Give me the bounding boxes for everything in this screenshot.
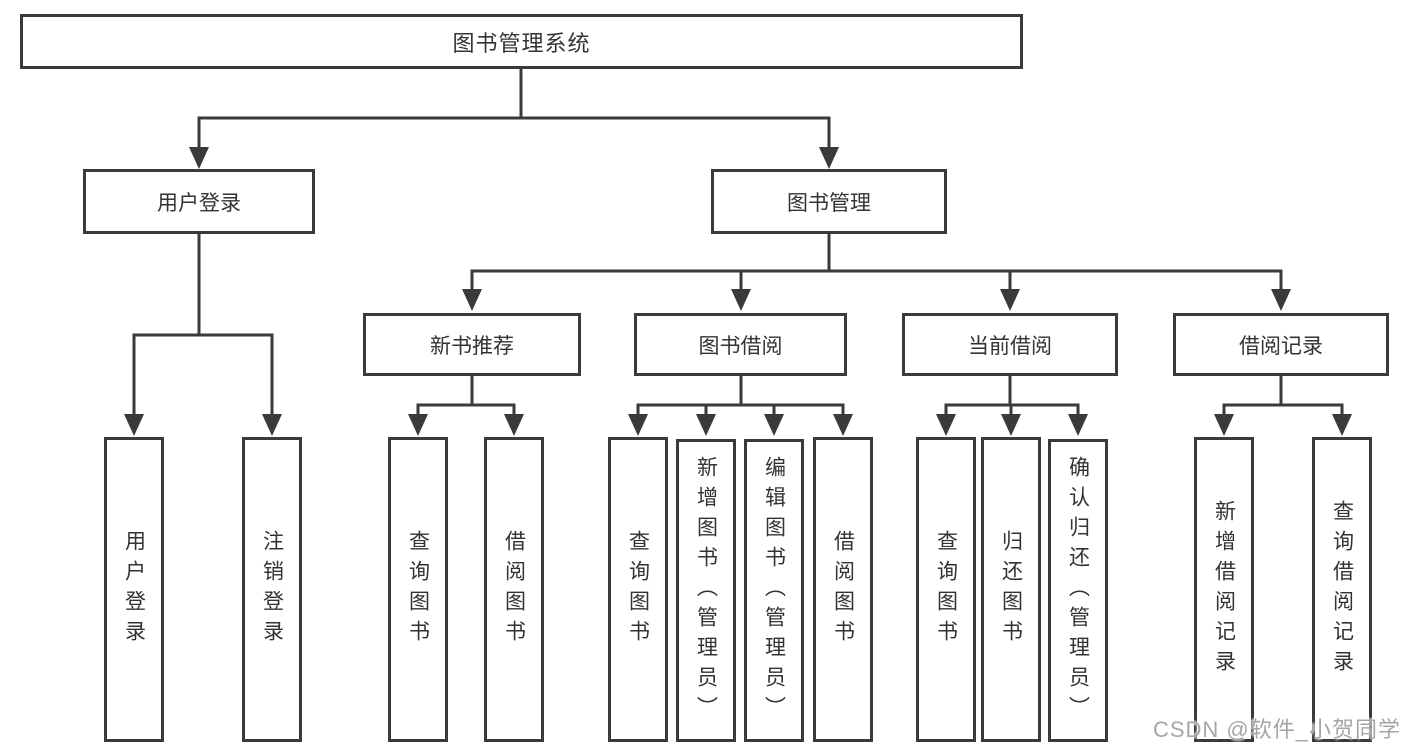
arrowhead-icon: [1214, 414, 1234, 436]
arrowhead-icon: [1068, 414, 1088, 436]
leaf-user-login: 用户登录: [104, 437, 164, 742]
watermark: CSDN @软件_小贺同学: [1152, 717, 1401, 742]
leaf-current-return-book: 归还图书: [981, 437, 1041, 742]
arrowhead-icon: [764, 414, 784, 436]
leaf-newbook-borrow-book: 借阅图书: [484, 437, 544, 742]
leaf-current-confirm-return-admin-label: 确认归还（管理员）: [1066, 455, 1090, 726]
leaf-borrow-edit-book-admin: 编辑图书（管理员）: [744, 439, 804, 742]
arrowhead-icon: [262, 414, 282, 436]
arrowhead-icon: [696, 414, 716, 436]
arrowhead-icon: [936, 414, 956, 436]
arrowhead-icon: [1001, 414, 1021, 436]
node-new-book-recommend-label: 新书推荐: [430, 334, 514, 358]
leaf-newbook-query-book-label: 查询图书: [406, 529, 430, 650]
arrowhead-icon: [1332, 414, 1352, 436]
node-root: 图书管理系统: [20, 14, 1023, 69]
leaf-borrow-borrow-book-label: 借阅图书: [831, 529, 855, 650]
arrowhead-icon: [833, 414, 853, 436]
arrowhead-icon: [819, 147, 839, 169]
leaf-borrow-borrow-book: 借阅图书: [813, 437, 873, 742]
leaf-logout: 注销登录: [242, 437, 302, 742]
arrowhead-icon: [1000, 289, 1020, 311]
node-root-label: 图书管理系统: [452, 30, 591, 56]
node-current-borrow-label: 当前借阅: [968, 334, 1052, 358]
leaf-current-query-book-label: 查询图书: [934, 529, 958, 650]
arrowhead-icon: [408, 414, 428, 436]
node-user-login: 用户登录: [83, 169, 315, 234]
leaf-borrow-add-book-admin-label: 新增图书（管理员）: [694, 455, 718, 726]
node-borrow-record-label: 借阅记录: [1239, 334, 1323, 358]
arrowhead-icon: [628, 414, 648, 436]
leaf-borrow-query-book: 查询图书: [608, 437, 668, 742]
node-user-login-label: 用户登录: [157, 191, 241, 215]
leaf-current-confirm-return-admin: 确认归还（管理员）: [1048, 439, 1108, 742]
leaf-record-add-borrow-record: 新增借阅记录: [1194, 437, 1254, 742]
leaf-borrow-add-book-admin: 新增图书（管理员）: [676, 439, 736, 742]
node-borrow-record: 借阅记录: [1173, 313, 1389, 376]
leaf-borrow-edit-book-admin-label: 编辑图书（管理员）: [762, 455, 786, 726]
arrowhead-icon: [189, 147, 209, 169]
leaf-current-return-book-label: 归还图书: [999, 529, 1023, 650]
arrowhead-icon: [504, 414, 524, 436]
leaf-record-add-borrow-record-label: 新增借阅记录: [1212, 499, 1236, 680]
arrowhead-icon: [124, 414, 144, 436]
node-book-borrow: 图书借阅: [634, 313, 847, 376]
leaf-newbook-query-book: 查询图书: [388, 437, 448, 742]
node-book-management: 图书管理: [711, 169, 947, 234]
node-book-management-label: 图书管理: [787, 191, 871, 215]
arrowhead-icon: [1271, 289, 1291, 311]
leaf-current-query-book: 查询图书: [916, 437, 976, 742]
leaf-logout-label: 注销登录: [260, 529, 284, 650]
leaf-newbook-borrow-book-label: 借阅图书: [502, 529, 526, 650]
node-new-book-recommend: 新书推荐: [363, 313, 581, 376]
node-book-borrow-label: 图书借阅: [698, 334, 783, 358]
leaf-borrow-query-book-label: 查询图书: [626, 529, 650, 650]
arrowhead-icon: [462, 289, 482, 311]
connector-path: [132, 67, 1344, 419]
leaf-record-query-borrow-record: 查询借阅记录: [1312, 437, 1372, 742]
arrowhead-icon: [731, 289, 751, 311]
node-current-borrow: 当前借阅: [902, 313, 1118, 376]
leaf-record-query-borrow-record-label: 查询借阅记录: [1330, 499, 1354, 680]
leaf-user-login-label: 用户登录: [122, 529, 146, 650]
